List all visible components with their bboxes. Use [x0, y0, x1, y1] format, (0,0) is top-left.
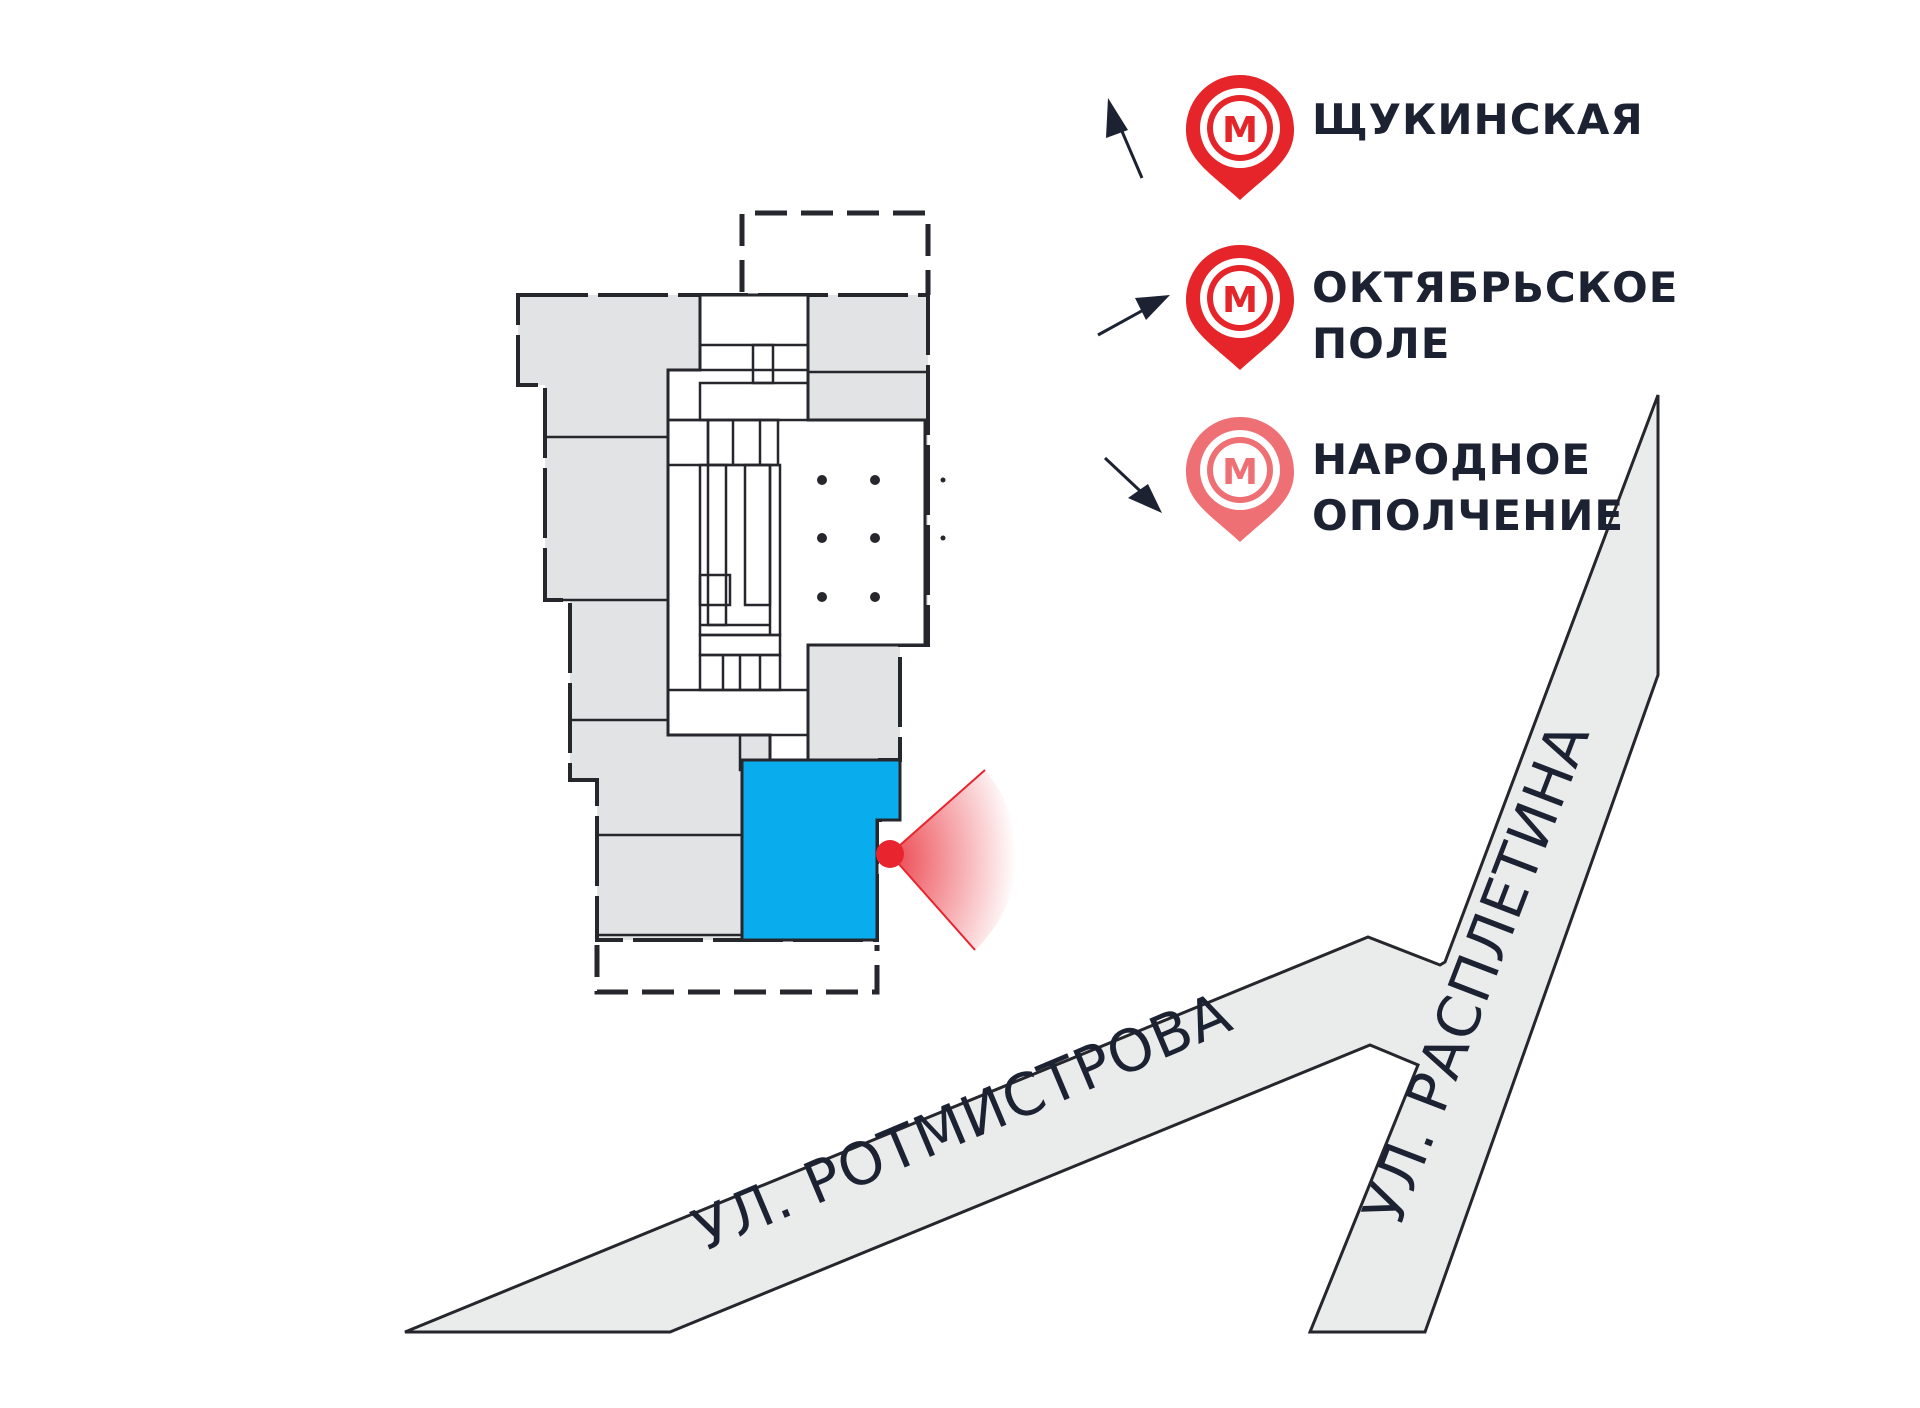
metro-legend: М М М [1097, 75, 1294, 542]
metro-station-name-2-line1: ОКТЯБРЬСКОЕ [1312, 263, 1679, 312]
roads [404, 394, 1660, 1334]
svg-text:М: М [1222, 452, 1258, 493]
unit-divisions [545, 295, 928, 940]
dashed-extension-top [739, 210, 931, 295]
floor-plan [516, 210, 1017, 995]
metro-station-1: М [1106, 75, 1294, 200]
view-point-icon [876, 769, 1017, 951]
metro-station-name-2-line2: ПОЛЕ [1312, 319, 1451, 368]
metro-station-2: М [1097, 245, 1294, 370]
arrow-up-right-icon [1097, 295, 1170, 337]
metro-logo-icon: М [1186, 245, 1294, 370]
metro-station-name-3: НАРОДНОЕ ОПОЛЧЕНИЕ [1312, 432, 1624, 544]
metro-station-3: М [1103, 417, 1294, 542]
metro-station-name-3-line2: ОПОЛЧЕНИЕ [1312, 491, 1625, 540]
metro-station-name-2: ОКТЯБРЬСКОЕ ПОЛЕ [1312, 260, 1678, 372]
core-rooms [666, 343, 810, 772]
metro-station-name-3-line1: НАРОДНОЕ [1312, 435, 1592, 484]
arrow-down-right-icon [1103, 456, 1162, 513]
arrow-up-left-icon [1106, 98, 1144, 179]
metro-logo-icon: М [1186, 75, 1294, 200]
svg-text:М: М [1222, 110, 1258, 151]
road-rotmistrova [404, 394, 1660, 1334]
svg-text:М: М [1222, 280, 1258, 321]
highlighted-apartment[interactable] [740, 758, 902, 942]
metro-station-name-1-line1: ЩУКИНСКАЯ [1312, 95, 1644, 144]
metro-logo-icon: М [1186, 417, 1294, 542]
lobby-columns [817, 475, 946, 602]
metro-station-name-1: ЩУКИНСКАЯ [1312, 92, 1644, 148]
dashed-extension-bottom [594, 945, 880, 995]
